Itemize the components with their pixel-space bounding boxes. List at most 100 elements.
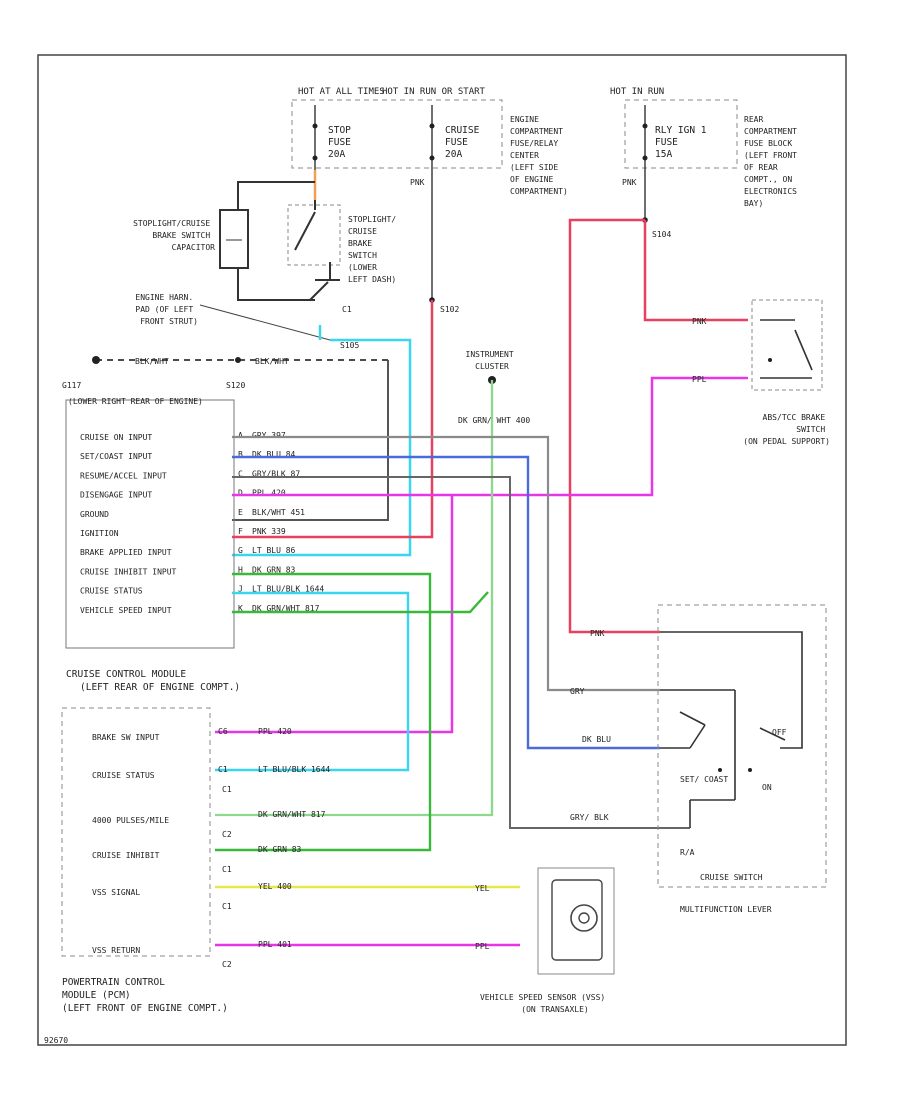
splice-s105: S105 (340, 341, 359, 350)
cruise-module-pin-label: CRUISE ON INPUT (80, 433, 152, 442)
cruise-control-module (65, 399, 235, 649)
brake-switch-assembly (219, 181, 341, 301)
cruise-module-pin-id: E (238, 508, 243, 517)
wire-tag-pnk-2: PNK (622, 178, 637, 187)
diagram-frame (37, 54, 847, 1046)
cruise-module-pin-label: RESUME/ACCEL INPUT (80, 471, 167, 480)
pcm-pin-id: C1 (218, 765, 228, 774)
lightgreen-cluster-wire (215, 380, 494, 817)
pcm-pin-wire: DK GRN/WHT 817 (258, 810, 326, 819)
engine-fuse-block: HOT AT ALL TIMES HOT IN RUN OR START STO… (291, 87, 568, 196)
pcm-pin-wire: YEL 400 (258, 882, 292, 891)
switch-ra: R/A (680, 848, 695, 857)
cruise-module-pin-wire: LT BLU/BLK 1644 (252, 585, 324, 594)
abs-tcc-switch (751, 299, 823, 391)
switch-on: ON (762, 783, 772, 792)
brake-switch-label: STOPLIGHT/ CRUISE BRAKE SWITCH (LOWER LE… (348, 215, 401, 284)
gray-cruise-on-wire (232, 435, 660, 692)
cruise-module-pin-wire: DK GRN 83 (252, 565, 296, 574)
diagram-id: 92670 (44, 1036, 69, 1045)
switch-off: OFF (772, 728, 787, 737)
stop-fuse-label: STOP FUSE 20A (328, 125, 357, 160)
rear-fuse-block: HOT IN RUN RLY IGN 1 FUSE 15A REAR COMPA… (610, 87, 802, 208)
cruise-module-pin-id: J (238, 585, 243, 594)
ground-wire (92, 356, 389, 521)
multifunction-lever-label: MULTIFUNCTION LEVER (680, 905, 772, 914)
pcm-pin-label: CRUISE STATUS (92, 771, 155, 780)
switch-set-coast: SET/ COAST (680, 775, 728, 784)
cruise-module-pin-wire: BLK/WHT 451 (252, 508, 305, 517)
fuse-dots (312, 123, 648, 303)
wire-tag-gry: GRY (570, 687, 585, 696)
cruise-module-pin-id: A (238, 431, 243, 440)
green-vehicle-speed-wire (232, 591, 489, 614)
hot-in-run-or-start-label: HOT IN RUN OR START (382, 87, 486, 97)
cruise-module-pin-label: BRAKE APPLIED INPUT (80, 548, 172, 557)
cruise-module-pin-label: IGNITION (80, 529, 119, 538)
cruise-module-pin-label: DISENGAGE INPUT (80, 491, 152, 500)
pcm-pin-label: CRUISE INHIBIT (92, 851, 160, 860)
pcm-pin-label: BRAKE SW INPUT (92, 733, 160, 742)
cruise-module-pin-label: VEHICLE SPEED INPUT (80, 606, 172, 615)
pcm-label: POWERTRAIN CONTROL MODULE (PCM) (LEFT FR… (62, 977, 228, 1014)
blue-set-coast-wire (232, 455, 660, 750)
wire-tag-pnk-abs: PNK (692, 317, 707, 326)
splice-s120: S120 (226, 381, 245, 390)
cruise-module-pin-wire: PNK 339 (252, 527, 286, 536)
pink-ignition-wire (232, 300, 434, 539)
cruise-module-pin-wire: LT BLU 86 (252, 546, 296, 555)
wire-tag-dkgrn: DK GRN/ WHT 400 (458, 416, 530, 425)
cruise-module-pin-id: B (238, 450, 243, 459)
cruise-module-pin-id: K (238, 604, 243, 613)
splice-c1-top: C1 (342, 305, 352, 314)
wire-tag-pnk-cs: PNK (590, 629, 605, 638)
green-cruise-inhibit-wire (215, 572, 432, 852)
cruise-module-pin-wire: GRY 397 (252, 431, 286, 440)
cyan-cruise-status-wire (215, 591, 410, 772)
harness-leader (199, 304, 331, 341)
wire-tag-ppl-vss: PPL (475, 942, 490, 951)
pcm-pin-wire: PPL 401 (258, 940, 292, 949)
capacitor-label: STOPLIGHT/CRUISE BRAKE SWITCH CAPACITOR (133, 219, 215, 252)
cruise-module-pin-label: CRUISE STATUS (80, 587, 143, 596)
pcm-pin-id: C6 (218, 727, 228, 736)
rear-fuse-block-label: REAR COMPARTMENT FUSE BLOCK (LEFT FRONT … (744, 115, 802, 208)
hot-in-run-label: HOT IN RUN (610, 87, 664, 97)
magenta-pcm-brake-wire (215, 495, 454, 734)
pcm-connector: C1 (222, 865, 232, 874)
cruise-module-pin-wire: DK BLU 84 (252, 450, 296, 459)
cruise-switch (657, 604, 827, 888)
cruise-module-pin-wire: GRY/BLK 87 (252, 469, 300, 478)
splice-s102: S102 (440, 305, 459, 314)
cruise-module-pin-wire: PPL 420 (252, 489, 286, 498)
ground-g117: G117 (62, 381, 81, 390)
pcm-pin-label: VSS SIGNAL (92, 888, 140, 897)
instrument-cluster-label: INSTRUMENT CLUSTER (466, 350, 519, 371)
pink-abs-feed (643, 220, 748, 322)
pcm-pin-wire: PPL 420 (258, 727, 292, 736)
cruise-switch-label: CRUISE SWITCH (700, 873, 763, 882)
pcm-pin-wire: DK GRN 83 (258, 845, 302, 854)
wire-tag-dkblu: DK BLU (582, 735, 611, 744)
pcm-pin-wire: LT BLU/BLK 1644 (258, 765, 330, 774)
engine-harness-label: ENGINE HARN. PAD (OF LEFT FRONT STRUT) (135, 293, 198, 326)
cruise-module-pin-wire: DK GRN/WHT 817 (252, 604, 320, 613)
cruise-module-pin-id: H (238, 565, 243, 574)
cruise-module-pin-id: G (238, 546, 243, 555)
grayblk-resume-wire (232, 476, 660, 829)
cruise-module-pin-id: F (238, 527, 243, 536)
pcm-pin-label: VSS RETURN (92, 946, 140, 955)
engine-fuse-block-label: ENGINE COMPARTMENT FUSE/RELAY CENTER (LE… (510, 115, 568, 196)
pcm-connector: C1 (222, 785, 232, 794)
wire-tag-pnk-1: PNK (410, 178, 425, 187)
ground-location-label: (LOWER RIGHT REAR OF ENGINE) (68, 397, 203, 406)
cruise-module-pin-label: GROUND (80, 510, 109, 519)
wire-tag-blkwht-2: BLK/WHT (255, 357, 289, 366)
hot-at-all-times-label: HOT AT ALL TIMES (298, 87, 385, 97)
pcm-connector: C1 (222, 902, 232, 911)
vehicle-speed-sensor (537, 867, 615, 975)
pcm-connector: C2 (222, 960, 232, 969)
